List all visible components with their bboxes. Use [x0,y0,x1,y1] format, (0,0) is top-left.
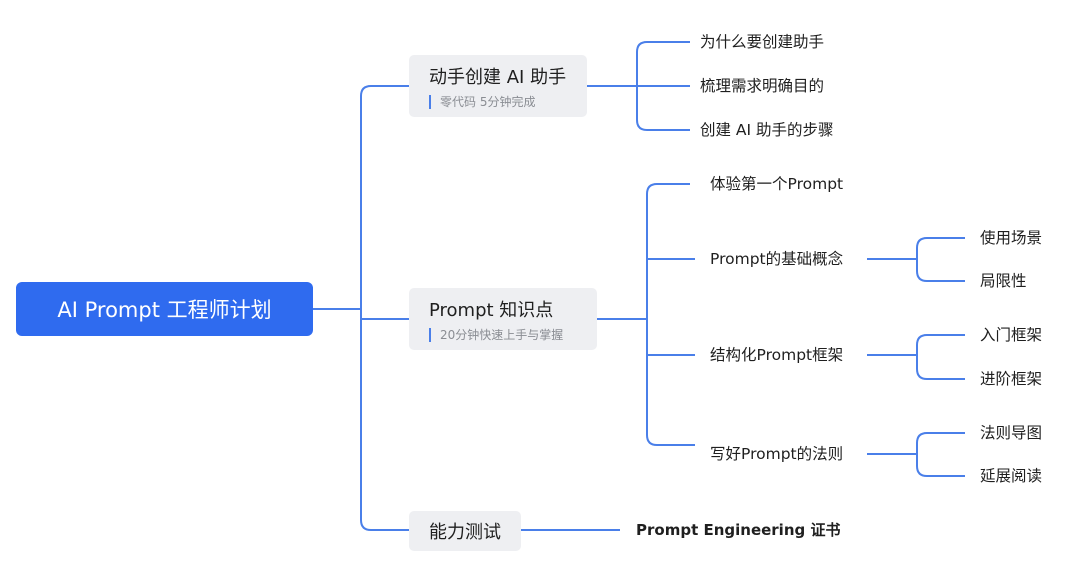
leaf-advanced-framework[interactable]: 进阶框架 [980,370,1043,388]
leaf-prompt-rules[interactable]: 写好Prompt的法则 [710,445,844,463]
branch-title: 能力测试 [429,522,501,543]
branch-title: 动手创建 AI 助手 [429,67,567,88]
branch2-fork [646,183,695,446]
root-node[interactable]: AI Prompt 工程师计划 [16,282,313,336]
branch-prompt-knowledge[interactable]: Prompt 知识点 20分钟快速上手与掌握 [409,288,597,350]
leaf-create-steps[interactable]: 创建 AI 助手的步骤 [700,121,834,139]
leaf-intro-framework[interactable]: 入门框架 [980,326,1043,344]
trunk-line [360,85,409,531]
leaf-rules-map[interactable]: 法则导图 [980,424,1043,442]
branch-title: Prompt 知识点 [429,300,554,321]
concept-fork [867,237,965,282]
branch-ability-test[interactable]: 能力测试 [409,511,521,551]
branch1-fork [636,41,690,131]
leaf-first-prompt[interactable]: 体验第一个Prompt [710,175,844,193]
leaf-why-create[interactable]: 为什么要创建助手 [700,33,825,51]
leaf-extended-reading[interactable]: 延展阅读 [980,467,1043,485]
structure-fork [867,334,965,380]
leaf-limitations[interactable]: 局限性 [980,272,1027,290]
rules-fork [867,432,965,477]
leaf-certificate[interactable]: Prompt Engineering 证书 [636,521,841,539]
leaf-clarify-needs[interactable]: 梳理需求明确目的 [700,77,825,95]
branch-build-assistant[interactable]: 动手创建 AI 助手 零代码 5分钟完成 [409,55,587,117]
leaf-basic-concepts[interactable]: Prompt的基础概念 [710,250,844,268]
branch-subtitle: 零代码 5分钟完成 [429,95,587,109]
branch-subtitle: 20分钟快速上手与掌握 [429,328,597,342]
leaf-use-cases[interactable]: 使用场景 [980,229,1043,247]
leaf-structured-framework[interactable]: 结构化Prompt框架 [710,346,844,364]
root-label: AI Prompt 工程师计划 [57,298,272,322]
